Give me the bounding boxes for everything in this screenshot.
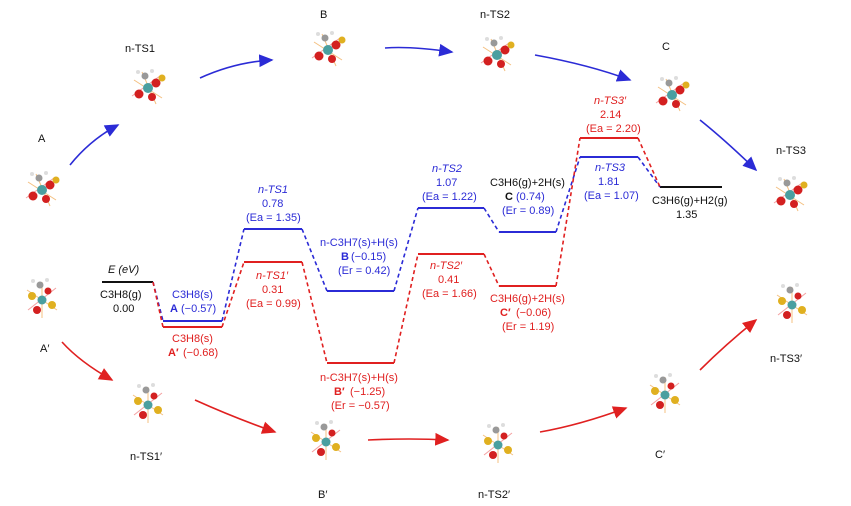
ts1-prime-name: n-TS1′ [256, 270, 289, 282]
c-species: C3H6(g)+2H(s) [490, 177, 565, 189]
arc-blue-ts2-to-c [534, 54, 632, 82]
structure-ts1-image [131, 68, 166, 105]
connector-red-a-ts1 [221, 261, 245, 328]
c-er: (Er = 0.89) [502, 205, 554, 217]
label-ts1: n-TS1 [125, 43, 155, 55]
structure-b-prime-image [310, 419, 342, 461]
b-prime-species: n-C3H7(s)+H(s) [320, 372, 398, 384]
a-prime-name: A′ [168, 347, 179, 359]
label-ts2: n-TS2 [480, 9, 510, 21]
structure-ts3-image [773, 175, 808, 212]
ts2-value: 1.07 [436, 177, 457, 189]
label-a: A [38, 133, 46, 145]
ts3-ea: (Ea = 1.07) [584, 190, 639, 202]
structure-ts3-prime-image [776, 282, 808, 324]
structure-ts1-prime-image [132, 382, 164, 424]
connector-red-ts1-b [301, 261, 328, 364]
arc-blue-b-to-ts2 [384, 43, 454, 57]
connector-red-ts2-c [483, 253, 500, 287]
label-ts3-prime: n-TS3′ [770, 353, 802, 365]
ts3-value: 1.81 [598, 176, 619, 188]
start-species: C3H8(g) [100, 289, 142, 301]
start-value: 0.00 [113, 303, 134, 315]
end-value: 1.35 [676, 209, 697, 221]
ts2-prime-name: n-TS2′ [430, 260, 463, 272]
arc-red-b-to-ts2 [367, 432, 450, 446]
arc-red-c-to-ts3 [699, 318, 758, 371]
structure-b-image [311, 30, 346, 67]
connector-blue-ts3-end [637, 156, 661, 188]
structure-c-prime-image [649, 372, 681, 414]
arc-red-ts1-to-b [194, 399, 277, 434]
label-ts2-prime: n-TS2′ [478, 489, 510, 501]
c-prime-name: C′ [500, 307, 511, 319]
b-prime-name: B′ [334, 386, 345, 398]
energy-axis-label: E (eV) [108, 264, 140, 276]
b-er: (Er = 0.42) [338, 265, 390, 277]
ts3-name: n-TS3 [595, 162, 626, 174]
ts1-prime-ea: (Ea = 0.99) [246, 298, 301, 310]
arc-blue-ts1-to-b [199, 54, 274, 79]
b-species: n-C3H7(s)+H(s) [320, 237, 398, 249]
b-prime-er: (Er = −0.57) [331, 400, 390, 412]
c-prime-er: (Er = 1.19) [502, 321, 554, 333]
connector-blue-b-ts2 [393, 207, 419, 292]
label-ts3: n-TS3 [776, 145, 806, 157]
connector-blue-ts2-c [483, 207, 500, 233]
structure-a-image [25, 170, 60, 207]
a-prime-species: C3H8(s) [172, 333, 213, 345]
c-prime-species: C3H6(g)+2H(s) [490, 293, 565, 305]
ts3-prime-name: n-TS3′ [594, 95, 627, 107]
arc-red-a-to-ts1 [61, 341, 114, 381]
ts1-name: n-TS1 [258, 184, 288, 196]
c-name: C [505, 191, 513, 203]
ts2-name: n-TS2 [432, 163, 462, 175]
label-b-prime: B′ [318, 489, 327, 501]
end-species: C3H6(g)+H2(g) [652, 195, 728, 207]
connector-blue-c-ts3 [555, 156, 581, 233]
ts3-prime-value: 2.14 [600, 109, 621, 121]
a-value: (−0.57) [181, 303, 216, 315]
label-b: B [320, 9, 327, 21]
ts2-prime-ea: (Ea = 1.66) [422, 288, 477, 300]
c-value: (0.74) [516, 191, 545, 203]
arc-red-ts2-to-c [539, 406, 628, 433]
b-name: B [341, 251, 349, 263]
arc-blue-a-to-ts1 [69, 124, 120, 166]
connector-red-b-ts2 [393, 253, 419, 364]
connector-red-c-ts3 [555, 137, 581, 287]
ts3-prime-ea: (Ea = 2.20) [586, 123, 641, 135]
label-c-prime: C′ [655, 449, 665, 461]
label-c: C [662, 41, 670, 53]
a-prime-value: (−0.68) [183, 347, 218, 359]
ts2-ea: (Ea = 1.22) [422, 191, 477, 203]
ts2-prime-value: 0.41 [438, 274, 459, 286]
c-prime-value: (−0.06) [516, 307, 551, 319]
structure-c-image [655, 75, 690, 112]
connector-red-start-a [152, 281, 164, 328]
ts1-prime-value: 0.31 [262, 284, 283, 296]
structure-a-prime-image [26, 277, 58, 319]
ts1-value: 0.78 [262, 198, 283, 210]
a-species: C3H8(s) [172, 289, 213, 301]
structure-ts2-image [480, 35, 515, 72]
structure-ts2-prime-image [482, 422, 514, 464]
a-name: A [170, 303, 178, 315]
connector-blue-a-ts1 [221, 228, 245, 322]
label-ts1-prime: n-TS1′ [130, 451, 162, 463]
label-a-prime: A′ [40, 343, 49, 355]
connector-red-ts3-end [637, 137, 661, 188]
b-value: (−0.15) [351, 251, 386, 263]
b-prime-value: (−1.25) [350, 386, 385, 398]
ts1-ea: (Ea = 1.35) [246, 212, 301, 224]
connector-blue-start-a [152, 281, 164, 322]
arc-blue-c-to-ts3 [699, 119, 758, 172]
